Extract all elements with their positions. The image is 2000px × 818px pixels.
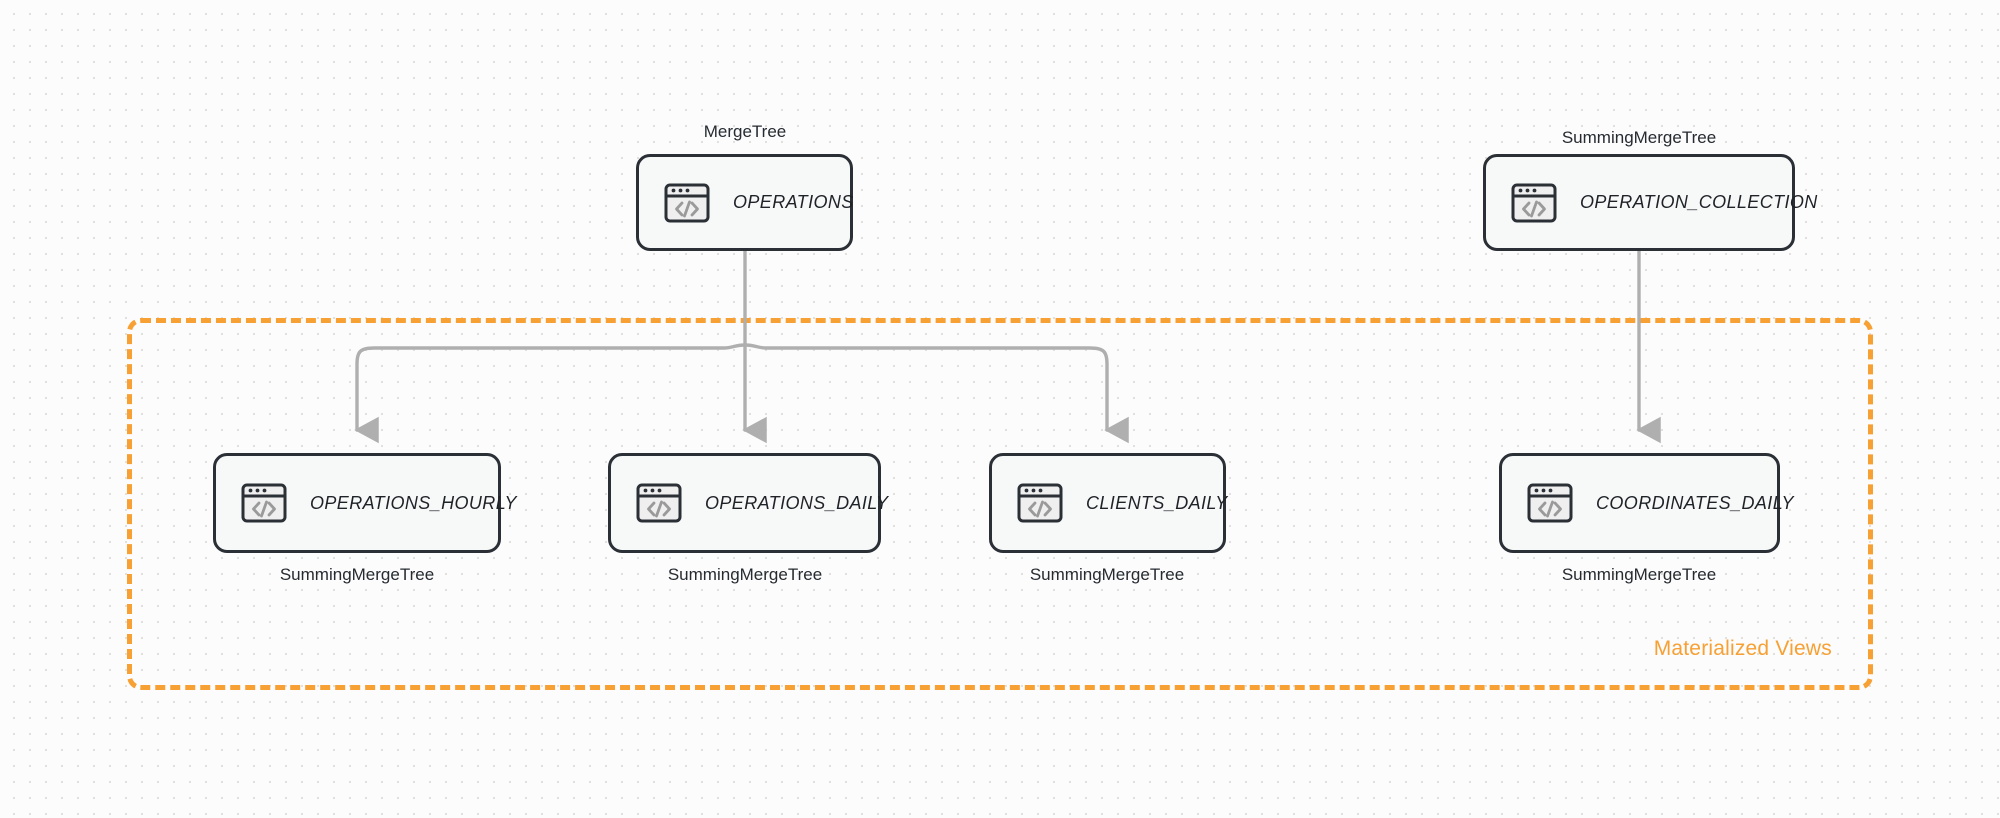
node-title: OPERATIONS_DAILY <box>705 492 889 513</box>
caption-operations: MergeTree <box>703 122 787 141</box>
node-title: OPERATIONS <box>733 192 854 212</box>
node-operations-daily[interactable]: OPERATIONS_DAILY <box>608 453 888 553</box>
node-title: OPERATION_COLLECTION <box>1580 192 1818 212</box>
code-window-icon <box>241 483 287 523</box>
caption-operations-hourly: SummingMergeTree <box>279 565 435 584</box>
node-operation-collection[interactable]: OPERATION_COLLECTION <box>1483 154 1817 251</box>
node-title: OPERATIONS_HOURLY <box>310 492 517 513</box>
node-clients-daily[interactable]: CLIENTS_DAILY <box>989 453 1228 553</box>
code-window-icon <box>664 183 710 222</box>
code-window-icon <box>1511 183 1557 222</box>
node-coordinates-daily[interactable]: COORDINATES_DAILY <box>1499 453 1793 553</box>
caption-operation-collection: SummingMergeTree <box>1561 128 1717 147</box>
code-window-icon <box>1017 483 1063 523</box>
materialized-views-label: Materialized Views <box>1653 637 1832 660</box>
node-title: CLIENTS_DAILY <box>1086 492 1228 513</box>
materialized-views-group: Materialized Views <box>127 318 1873 690</box>
node-title: COORDINATES_DAILY <box>1596 492 1794 513</box>
code-window-icon <box>636 483 682 523</box>
caption-clients-daily: SummingMergeTree <box>1029 565 1185 584</box>
node-operations-hourly[interactable]: OPERATIONS_HOURLY <box>213 453 516 553</box>
caption-coordinates-daily: SummingMergeTree <box>1561 565 1717 584</box>
caption-operations-daily: SummingMergeTree <box>667 565 823 584</box>
code-window-icon <box>1527 483 1573 523</box>
node-operations[interactable]: OPERATIONS <box>636 154 853 251</box>
